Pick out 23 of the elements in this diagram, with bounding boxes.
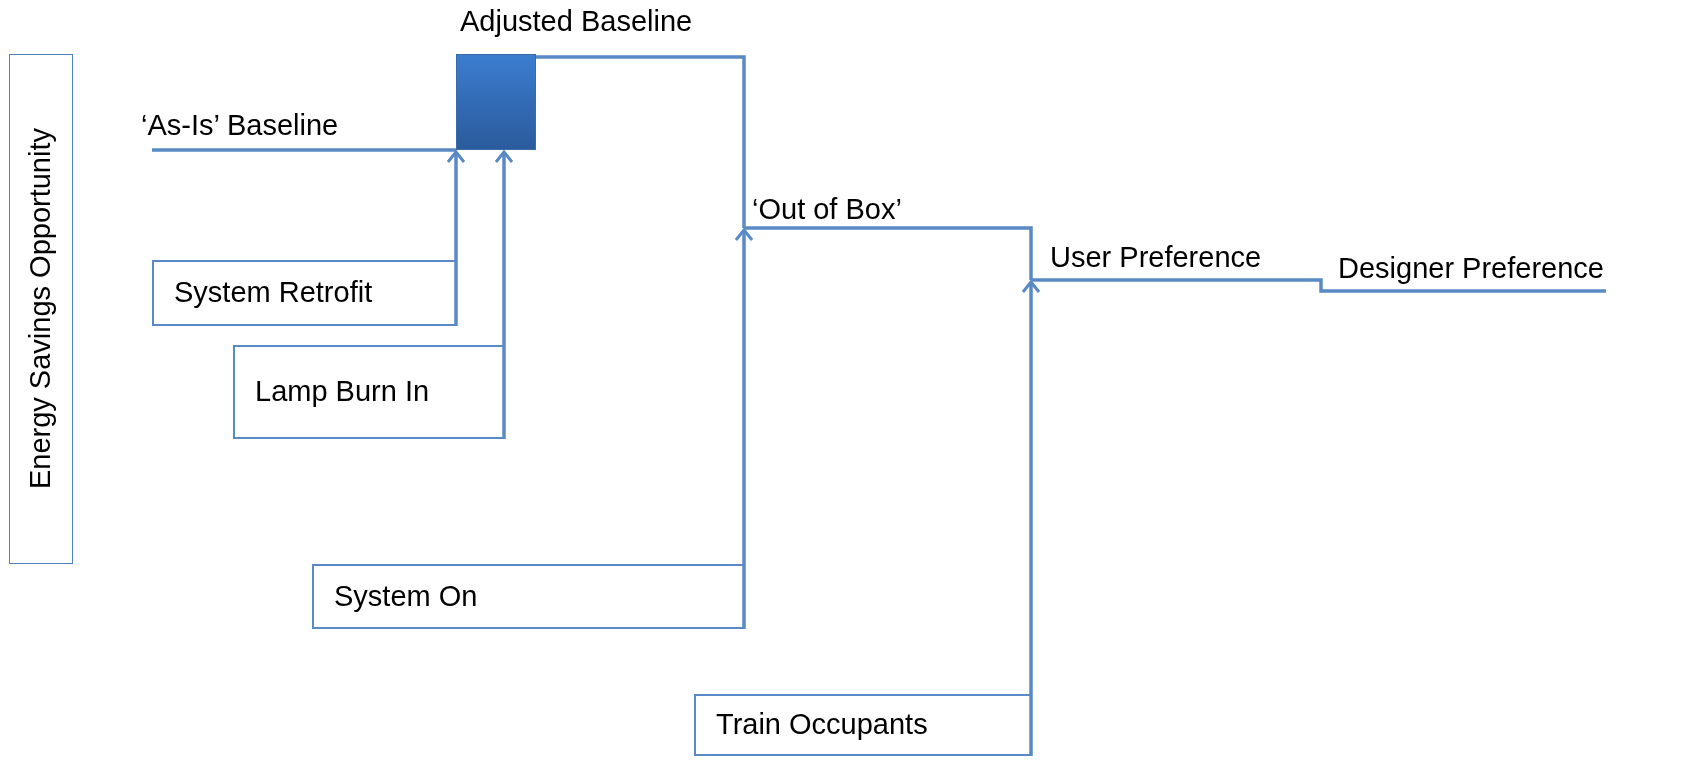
- level-line: [152, 148, 456, 152]
- label-text: Lamp Burn In: [255, 374, 430, 410]
- label-text: Adjusted Baseline: [460, 4, 693, 39]
- label-text: Energy Savings Opportunity: [24, 128, 57, 490]
- factor-box: [694, 694, 1031, 756]
- factor-box: [233, 345, 504, 439]
- arrow: [446, 150, 466, 326]
- level-line: [536, 55, 746, 228]
- axis-label-box: [9, 54, 73, 564]
- label-text: System Retrofit: [174, 275, 373, 311]
- level-line: [1031, 278, 1606, 293]
- arrow: [1021, 280, 1041, 756]
- label-text: ‘As-Is’ Baseline: [141, 108, 339, 143]
- label-text: System On: [334, 578, 478, 614]
- label-text: Designer Preference: [1338, 251, 1604, 286]
- label-text: ‘Out of Box’: [752, 192, 902, 227]
- arrow: [494, 150, 514, 439]
- level-line: [744, 226, 1033, 280]
- factor-box: [312, 564, 744, 629]
- factor-box: [152, 260, 456, 326]
- arrow: [734, 228, 754, 629]
- label-text: User Preference: [1050, 240, 1262, 275]
- label-text: Train Occupants: [716, 707, 928, 743]
